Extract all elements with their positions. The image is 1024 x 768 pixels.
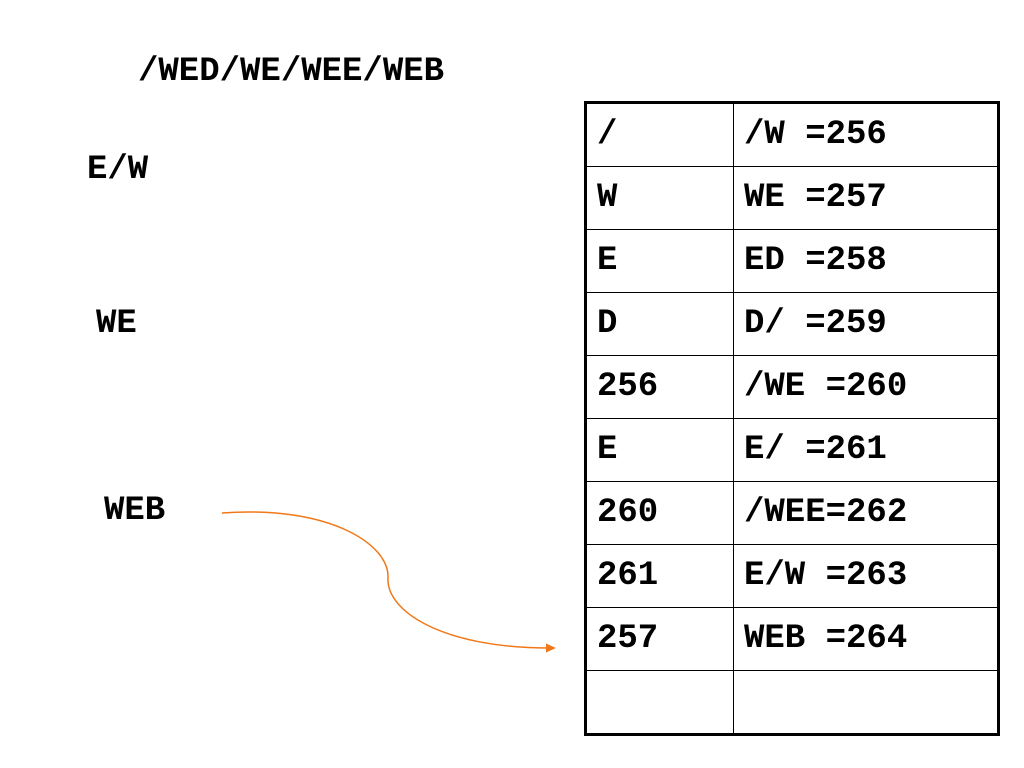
- table-row: D D/ =259: [585, 292, 999, 356]
- output-cell: E: [585, 229, 734, 293]
- table-row: [585, 670, 999, 735]
- output-cell: [585, 670, 734, 735]
- entry-cell: [733, 670, 999, 735]
- table-row: 256 /WE =260: [585, 355, 999, 419]
- entry-cell: /WE =260: [733, 355, 999, 419]
- output-cell: /: [585, 102, 734, 167]
- entry-cell: E/ =261: [733, 418, 999, 482]
- table-row: E ED =258: [585, 229, 999, 293]
- string-label-we: WE: [96, 305, 137, 343]
- output-cell: 260: [585, 481, 734, 545]
- table-row: / /W =256: [585, 102, 999, 167]
- table-row: 257 WEB =264: [585, 607, 999, 671]
- output-cell: 257: [585, 607, 734, 671]
- table-row: 261 E/W =263: [585, 544, 999, 608]
- entry-cell: /W =256: [733, 102, 999, 167]
- table-row: E E/ =261: [585, 418, 999, 482]
- entry-cell: D/ =259: [733, 292, 999, 356]
- output-cell: 256: [585, 355, 734, 419]
- table-row: 260 /WEE=262: [585, 481, 999, 545]
- output-cell: D: [585, 292, 734, 356]
- output-cell: W: [585, 166, 734, 230]
- arrow-head-icon: [546, 643, 556, 653]
- entry-cell: WE =257: [733, 166, 999, 230]
- entry-cell: /WEE=262: [733, 481, 999, 545]
- entry-cell: ED =258: [733, 229, 999, 293]
- output-cell: E: [585, 418, 734, 482]
- string-label-ew: E/W: [87, 151, 149, 189]
- string-label-web: WEB: [104, 492, 166, 530]
- entry-cell: WEB =264: [733, 607, 999, 671]
- output-cell: 261: [585, 544, 734, 608]
- arrow-curve: [221, 511, 551, 649]
- slide-title: /WED/WE/WEE/WEB: [138, 53, 445, 91]
- table-row: W WE =257: [585, 166, 999, 230]
- dictionary-table: / /W =256 W WE =257 E ED =258 D D/ =259 …: [584, 101, 1000, 736]
- entry-cell: E/W =263: [733, 544, 999, 608]
